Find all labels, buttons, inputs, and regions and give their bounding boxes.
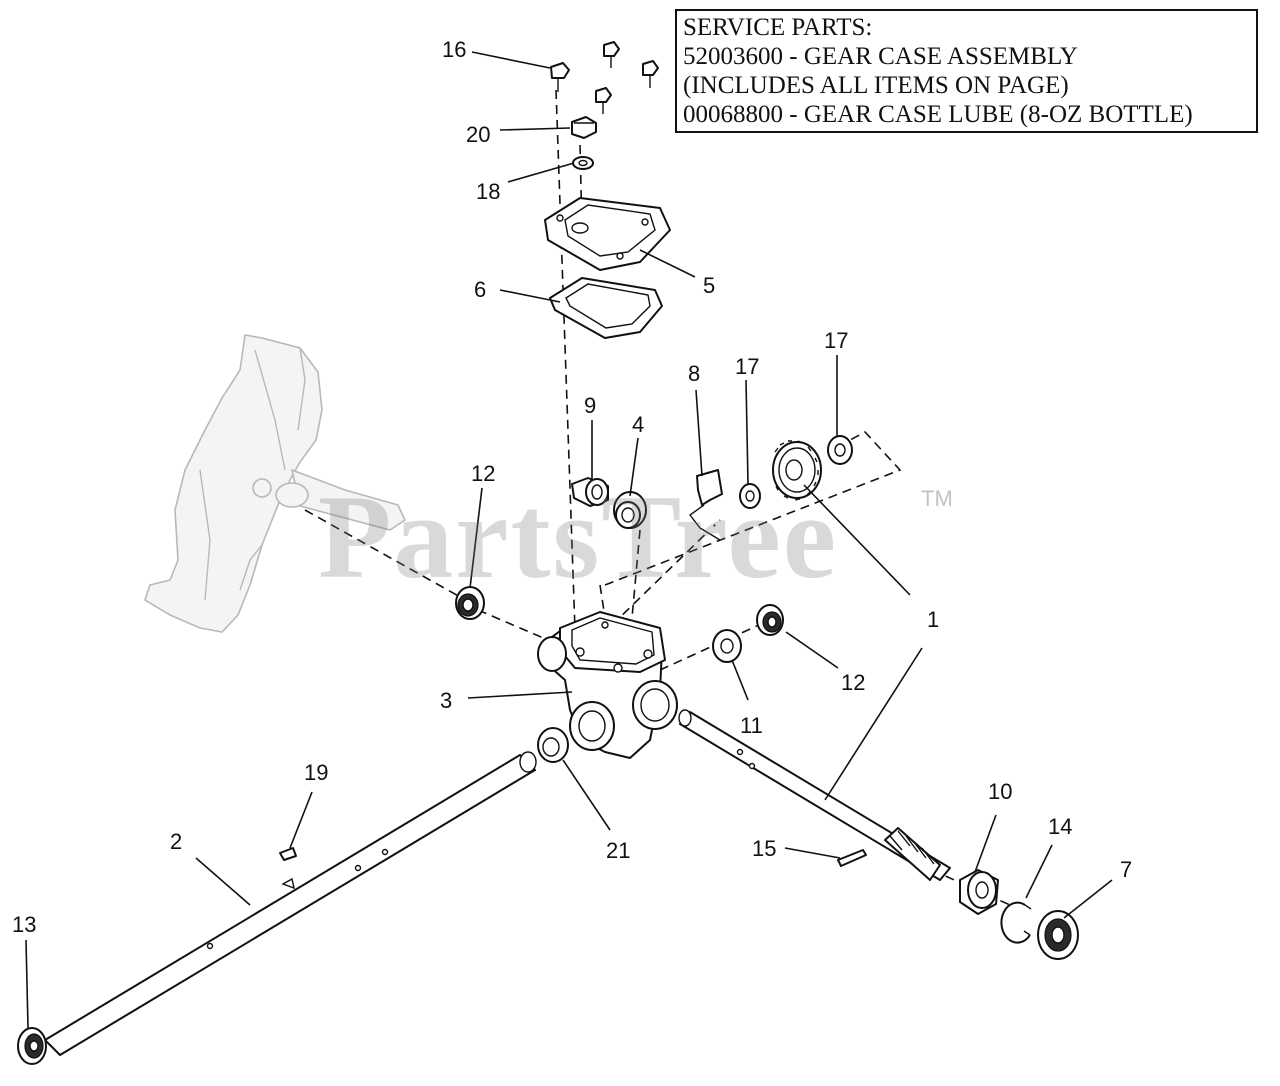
washer-18 — [572, 156, 594, 170]
callout-7: 7 — [1120, 857, 1132, 882]
callout-3: 3 — [440, 688, 452, 713]
service-part-gear-case-lube: 00068800 - GEAR CASE LUBE (8-OZ BOTTLE) — [683, 101, 1193, 128]
roll-pin-15 — [837, 849, 867, 867]
thrust-washer-11 — [712, 629, 742, 663]
callout-17a: 17 — [735, 354, 759, 379]
auger-housing-ghost — [144, 334, 407, 633]
key-19 — [279, 847, 297, 861]
service-parts-heading: SERVICE PARTS: — [683, 14, 873, 41]
callout-10: 10 — [988, 779, 1012, 804]
service-part-gear-case-assembly: 52003600 - GEAR CASE ASSEMBLY — [683, 43, 1078, 70]
thrust-washer-17b — [827, 435, 853, 465]
callout-21: 21 — [606, 838, 630, 863]
callout-1: 1 — [927, 607, 939, 632]
callout-15: 15 — [752, 836, 776, 861]
callout-14: 14 — [1048, 814, 1072, 839]
callout-20: 20 — [466, 122, 490, 147]
watermark-partstree: PartsTree — [318, 470, 838, 603]
watermark-trademark: TM — [921, 486, 953, 511]
thrust-washer-17a — [739, 483, 761, 509]
callout-2: 2 — [170, 829, 182, 854]
gasket-6 — [549, 277, 663, 339]
bushing-4 — [613, 491, 647, 529]
retaining-clip-8 — [689, 469, 723, 541]
callout-12b: 12 — [841, 670, 865, 695]
callout-11: 11 — [740, 713, 763, 738]
spacer-9 — [571, 477, 609, 507]
callout-9: 9 — [584, 393, 596, 418]
callout-8: 8 — [688, 361, 700, 386]
callout-18: 18 — [476, 179, 500, 204]
bearing-7 — [1037, 910, 1079, 960]
seal-12-right — [756, 604, 784, 636]
gear-case-housing-3 — [537, 611, 678, 759]
bearing-13 — [17, 1027, 47, 1065]
auger-shaft-2 — [44, 751, 537, 1056]
gear-case-cover-5 — [544, 197, 671, 271]
callout-19: 19 — [304, 760, 328, 785]
callout-17b: 17 — [824, 328, 848, 353]
service-parts-box: SERVICE PARTS: 52003600 - GEAR CASE ASSE… — [675, 9, 1258, 133]
worm-gear-1 — [772, 440, 822, 501]
callout-6: 6 — [474, 277, 486, 302]
callout-13: 13 — [12, 912, 36, 937]
callout-labels: 16 20 18 5 6 9 4 8 17 17 12 1 12 11 3 19… — [12, 37, 1132, 937]
worm-shaft — [678, 709, 951, 881]
screw-16-group — [550, 41, 659, 114]
callout-4: 4 — [632, 412, 644, 437]
bearing-10 — [959, 869, 999, 915]
service-part-note: (INCLUDES ALL ITEMS ON PAGE) — [683, 72, 1069, 99]
fill-plug-20 — [571, 116, 597, 139]
callout-12a: 12 — [471, 461, 495, 486]
leader-lines — [25, 51, 1113, 1029]
callout-5: 5 — [703, 273, 715, 298]
bushing-21 — [537, 727, 569, 763]
retaining-ring-14 — [1000, 901, 1032, 944]
callout-16: 16 — [442, 37, 466, 62]
